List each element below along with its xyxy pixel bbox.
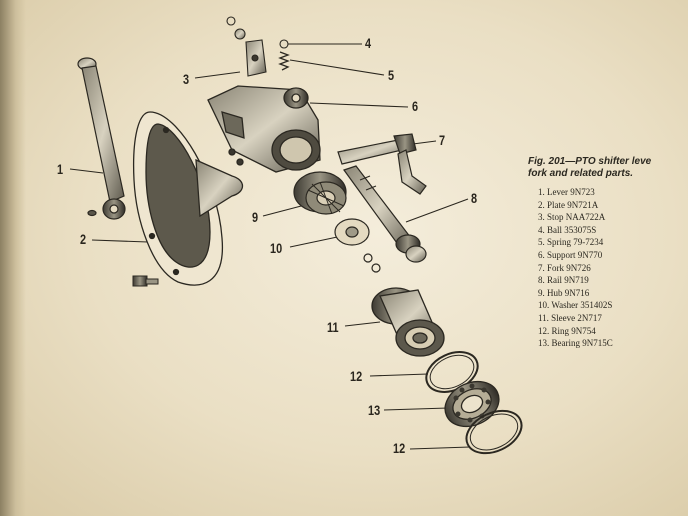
fork-part	[337, 133, 427, 195]
parts-list-item: 3. Stop NAA722A	[538, 212, 606, 223]
callout-11: 11	[327, 319, 339, 335]
parts-list-item: 5. Spring 79-7234	[538, 237, 604, 248]
callout-10: 10	[270, 240, 283, 256]
lever-part	[77, 57, 126, 220]
support-part	[207, 85, 321, 173]
parts-list-item: 2. Plate 9N721A	[538, 199, 599, 210]
bolt-part	[132, 275, 159, 287]
parts-list-item: 6. Support 9N770	[538, 249, 603, 260]
callout-7: 7	[439, 132, 446, 148]
callout-2: 2	[80, 231, 87, 247]
ring-part-lower	[465, 409, 523, 455]
leader-lines	[69, 43, 471, 450]
figure-caption-title: Fig. 201—PTO shifter leve	[528, 156, 652, 167]
parts-list: 1. Lever 9N723 2. Plate 9N721A 3. Stop N…	[538, 186, 688, 350]
parts-list-item: 1. Lever 9N723	[538, 187, 595, 197]
sleeve-part	[371, 287, 445, 357]
plate-part	[132, 111, 244, 286]
callout-8: 8	[471, 190, 478, 206]
parts-list-item: 9. Hub 9N716	[538, 287, 590, 298]
rail-part	[343, 165, 427, 263]
parts-list-item: 11. Sleeve 2N717	[538, 312, 602, 323]
parts-list-item: 10. Washer 351402S	[538, 300, 613, 311]
parts-list-item: 8. Rail 9N719	[538, 275, 589, 286]
washer-part	[334, 218, 381, 273]
callout-13: 13	[368, 402, 381, 418]
stop-part	[226, 16, 267, 77]
callout-6: 6	[412, 98, 419, 114]
figure-caption-subtitle: fork and related parts.	[528, 168, 634, 179]
page-binding-shadow	[0, 0, 26, 516]
callout-4: 4	[365, 35, 372, 51]
callout-3: 3	[183, 71, 190, 87]
parts-list-item: 4. Ball 353075S	[538, 224, 597, 235]
callout-5: 5	[388, 67, 395, 83]
parts-list-item: 7. Fork 9N726	[538, 262, 591, 273]
parts-list-item: 12. Ring 9N754	[538, 325, 596, 336]
figure-caption-block: Fig. 201—PTO shifter leve fork and relat…	[528, 156, 688, 350]
callout-12-upper: 12	[350, 368, 363, 384]
ball-part	[279, 39, 289, 49]
callout-12-lower: 12	[393, 440, 406, 456]
callout-9: 9	[252, 209, 259, 225]
callout-1: 1	[57, 161, 64, 177]
hub-part	[293, 171, 347, 215]
spring-part	[278, 51, 290, 71]
parts-list-item: 13. Bearing 9N715C	[538, 338, 613, 349]
